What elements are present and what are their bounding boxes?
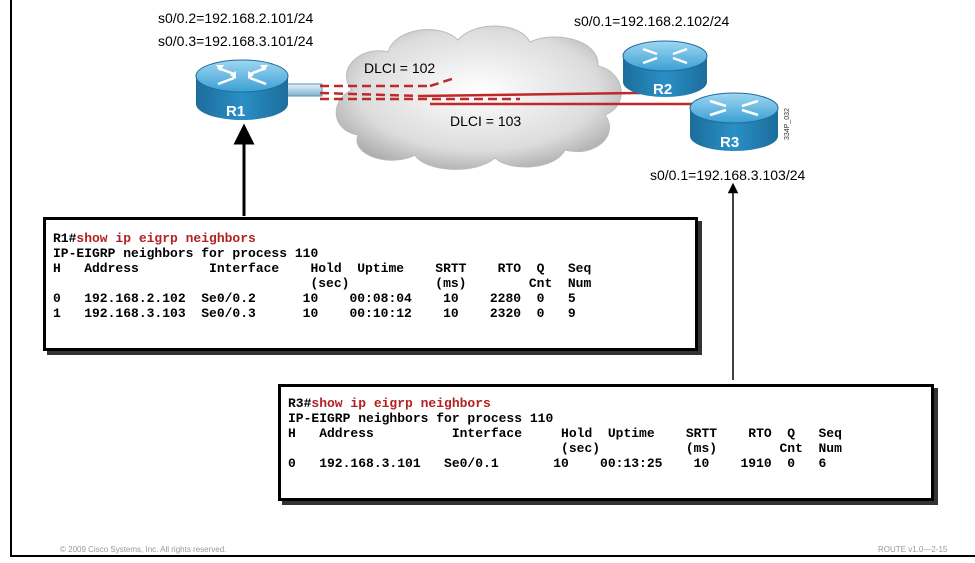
r3-line-neighbor-0: 0 192.168.3.101 Se0/0.1 10 00:13:25 10 1… <box>288 456 827 471</box>
terminal-r1-output: R1#show ip eigrp neighbors IP-EIGRP neig… <box>43 217 698 351</box>
router-r2-icon <box>622 40 708 97</box>
r1-line-subheader: (sec) (ms) Cnt Num <box>53 276 592 291</box>
course-footer: ROUTE v1.0—2-15 <box>878 545 948 554</box>
r3-line-header: H Address Interface Hold Uptime SRTT RTO… <box>288 426 842 441</box>
r3-line-subheader: (sec) (ms) Cnt Num <box>288 441 842 456</box>
r1-address-s0-0-2: s0/0.2=192.168.2.101/24 <box>158 10 314 26</box>
router-r3-icon <box>689 92 779 151</box>
router-r1-name: R1 <box>226 103 245 120</box>
frame-left-border <box>10 0 12 556</box>
r1-command: show ip eigrp neighbors <box>76 231 256 246</box>
terminal-r3-output: R3#show ip eigrp neighbors IP-EIGRP neig… <box>278 384 934 501</box>
router-r3-name: R3 <box>720 134 739 151</box>
r1-address-s0-0-3: s0/0.3=192.168.3.101/24 <box>158 33 314 49</box>
pvc-dlci-103 <box>320 97 700 106</box>
dlci-102-label: DLCI = 102 <box>364 60 436 76</box>
r1-line-header: H Address Interface Hold Uptime SRTT RTO… <box>53 261 592 276</box>
pvc-dlci-102 <box>319 76 641 98</box>
r1-line-neighbor-0: 0 192.168.2.102 Se0/0.2 10 00:08:04 10 2… <box>53 291 576 306</box>
r1-prompt: R1# <box>53 231 77 246</box>
r3-line-process: IP-EIGRP neighbors for process 110 <box>288 411 554 426</box>
r2-address: s0/0.1=192.168.2.102/24 <box>574 13 730 29</box>
copyright-footer: © 2009 Cisco Systems, Inc. All rights re… <box>60 545 227 554</box>
r1-line-process: IP-EIGRP neighbors for process 110 <box>53 246 319 261</box>
frame-relay-cloud <box>335 25 622 170</box>
router-r1-icon <box>195 59 289 120</box>
r3-address: s0/0.1=192.168.3.103/24 <box>650 167 806 183</box>
frame-bottom-border <box>10 555 975 557</box>
r3-prompt: R3# <box>288 396 312 411</box>
dlci-103-label: DLCI = 103 <box>450 113 522 129</box>
router-r2-name: R2 <box>653 81 672 98</box>
figure-code: 334P_032 <box>784 108 791 140</box>
r3-command: show ip eigrp neighbors <box>311 396 491 411</box>
r1-line-neighbor-1: 1 192.168.3.103 Se0/0.3 10 00:10:12 10 2… <box>53 306 576 321</box>
